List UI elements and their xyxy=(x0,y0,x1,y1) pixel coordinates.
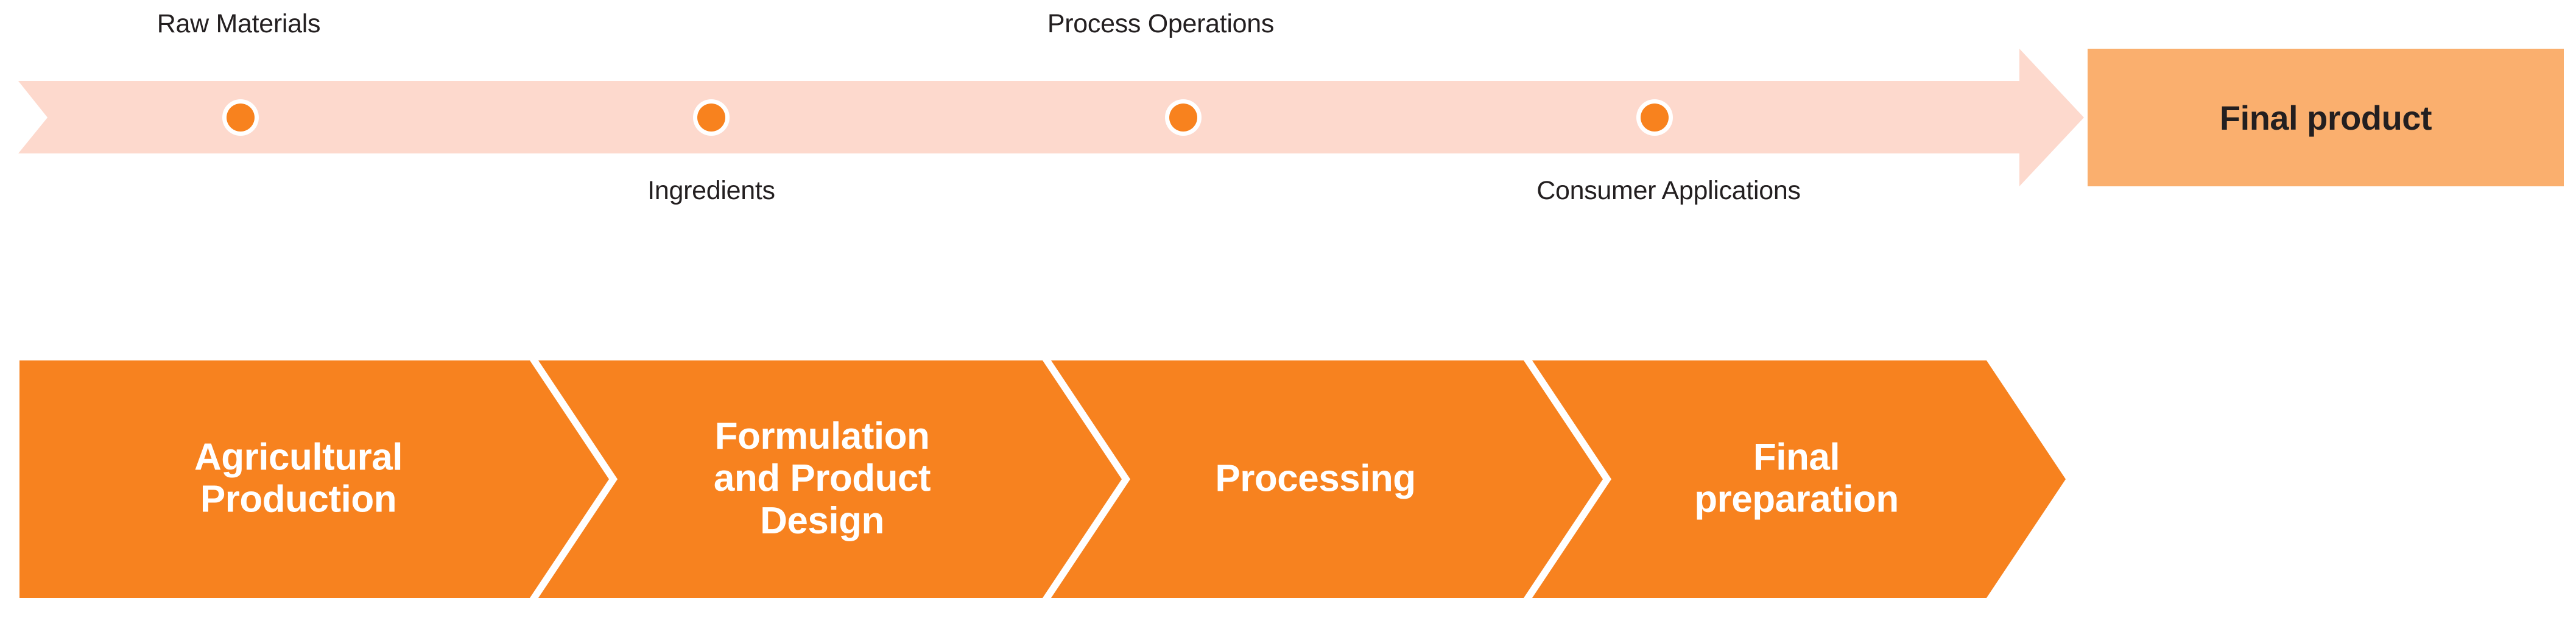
milestone-label-raw-materials: Raw Materials xyxy=(157,9,321,38)
stage-chevron-final-preparation[interactable] xyxy=(1532,360,2066,598)
milestone-dot-consumer-applications[interactable] xyxy=(1641,104,1669,132)
milestone-dot-raw-materials[interactable] xyxy=(227,104,255,132)
stage-chevron-formulation-and-product-design[interactable] xyxy=(538,360,1122,598)
process-stages-section: Agricultural Production Formulation and … xyxy=(0,341,2576,618)
milestone-label-process-operations: Process Operations xyxy=(1047,9,1275,38)
process-flow-arrow-shape xyxy=(18,49,2084,186)
final-product-box[interactable]: Final product xyxy=(2088,49,2564,186)
final-product-label: Final product xyxy=(2219,98,2432,137)
milestone-dot-process-operations[interactable] xyxy=(1169,104,1197,132)
process-timeline-section: Raw Materials Ingredients Process Operat… xyxy=(0,0,2576,219)
stage-chevron-processing[interactable] xyxy=(1051,360,1603,598)
milestone-label-ingredients: Ingredients xyxy=(647,176,775,205)
milestone-dot-ingredients[interactable] xyxy=(697,104,725,132)
stage-chevron-agricultural-production[interactable] xyxy=(19,360,609,598)
milestone-label-consumer-applications: Consumer Applications xyxy=(1536,176,1801,205)
stage-chevrons xyxy=(19,360,2066,598)
process-flow-arrow xyxy=(18,49,2084,186)
